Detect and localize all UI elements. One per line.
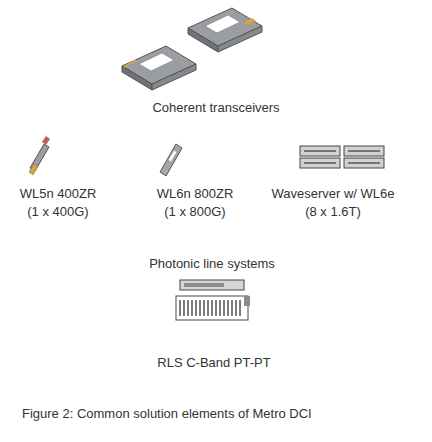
capacity-note: (1 x 400G) — [27, 204, 88, 220]
section-heading: Coherent transceivers — [152, 100, 279, 116]
capacity-note: (8 x 1.6T) — [305, 204, 361, 220]
product-name: WL5n 400ZR — [20, 186, 97, 202]
product-name: RLS C-Band PT-PT — [157, 355, 270, 371]
section-heading: Photonic line systems — [149, 256, 275, 272]
waveserver-chassis — [300, 146, 384, 168]
product-name: Waveserver w/ WL6e — [271, 186, 394, 202]
rls-shelf — [176, 280, 250, 320]
wl6n-module — [160, 144, 182, 176]
pluggable-transceiver — [188, 8, 262, 52]
wl5n-module — [29, 136, 50, 175]
pluggable-transceiver — [122, 46, 196, 90]
figure-caption: Figure 2: Common solution elements of Me… — [22, 406, 312, 422]
product-name: WL6n 800ZR — [157, 186, 234, 202]
capacity-note: (1 x 800G) — [164, 204, 225, 220]
